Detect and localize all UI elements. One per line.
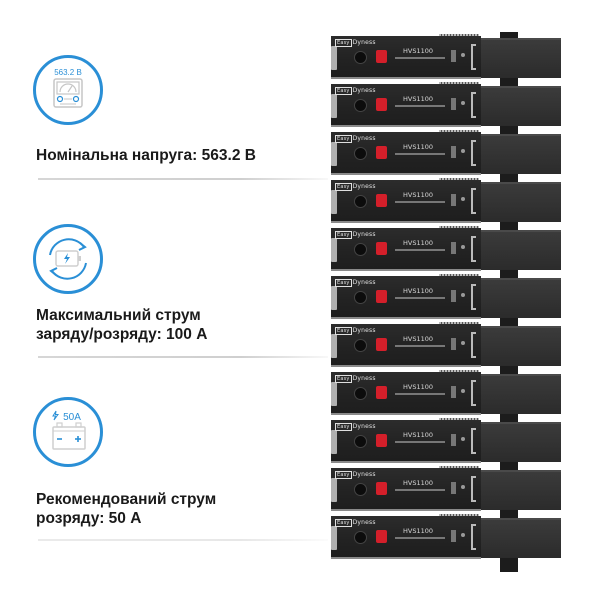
connector-positive — [376, 290, 387, 303]
model-label: HVS1100 — [403, 239, 434, 247]
connector-positive — [376, 386, 387, 399]
connector-negative — [354, 51, 367, 64]
connector-positive — [376, 530, 387, 543]
feature-text: Рекомендований струм розряду: 50 А — [36, 490, 216, 528]
battery-charge-cycle-icon — [33, 224, 103, 294]
connector-positive — [376, 98, 387, 111]
feature-text: Номінальна напруга: 563.2 В — [36, 146, 256, 165]
divider — [38, 539, 328, 541]
connector-positive — [376, 194, 387, 207]
feature-text-line: заряду/розряду: 100 А — [36, 326, 208, 343]
model-label: HVS1100 — [403, 287, 434, 295]
feature-text-line: Номінальна напруга: 563.2 В — [36, 147, 256, 164]
connector-negative — [354, 147, 367, 160]
model-label: HVS1100 — [403, 143, 434, 151]
connector-negative — [354, 195, 367, 208]
connector-negative — [354, 243, 367, 256]
connector-negative — [354, 291, 367, 304]
divider — [38, 356, 328, 358]
connector-positive — [376, 242, 387, 255]
connector-positive — [376, 146, 387, 159]
model-label: HVS1100 — [403, 47, 434, 55]
connector-positive — [376, 434, 387, 447]
car-battery-icon: 50A — [33, 397, 103, 467]
connector-negative — [354, 387, 367, 400]
connector-positive — [376, 50, 387, 63]
svg-text:563.2 В: 563.2 В — [54, 68, 82, 77]
connector-positive — [376, 338, 387, 351]
divider — [38, 178, 328, 180]
connector-negative — [354, 339, 367, 352]
svg-text:50A: 50A — [63, 412, 81, 423]
connector-negative — [354, 99, 367, 112]
voltmeter-icon: 563.2 В — [33, 55, 103, 125]
model-label: HVS1100 — [403, 431, 434, 439]
feature-text-line: Рекомендований струм — [36, 491, 217, 508]
model-label: HVS1100 — [403, 95, 434, 103]
model-label: HVS1100 — [403, 479, 434, 487]
model-label: HVS1100 — [403, 383, 434, 391]
connector-positive — [376, 482, 387, 495]
model-label: HVS1100 — [403, 191, 434, 199]
feature-text-line: розряду: 50 А — [36, 510, 142, 527]
connector-negative — [354, 483, 367, 496]
model-label: HVS1100 — [403, 335, 434, 343]
feature-text: Максимальний струм заряду/розряду: 100 А — [36, 306, 207, 344]
feature-text-line: Максимальний струм — [36, 307, 201, 324]
connector-negative — [354, 435, 367, 448]
model-label: HVS1100 — [403, 527, 434, 535]
connector-negative — [354, 531, 367, 544]
